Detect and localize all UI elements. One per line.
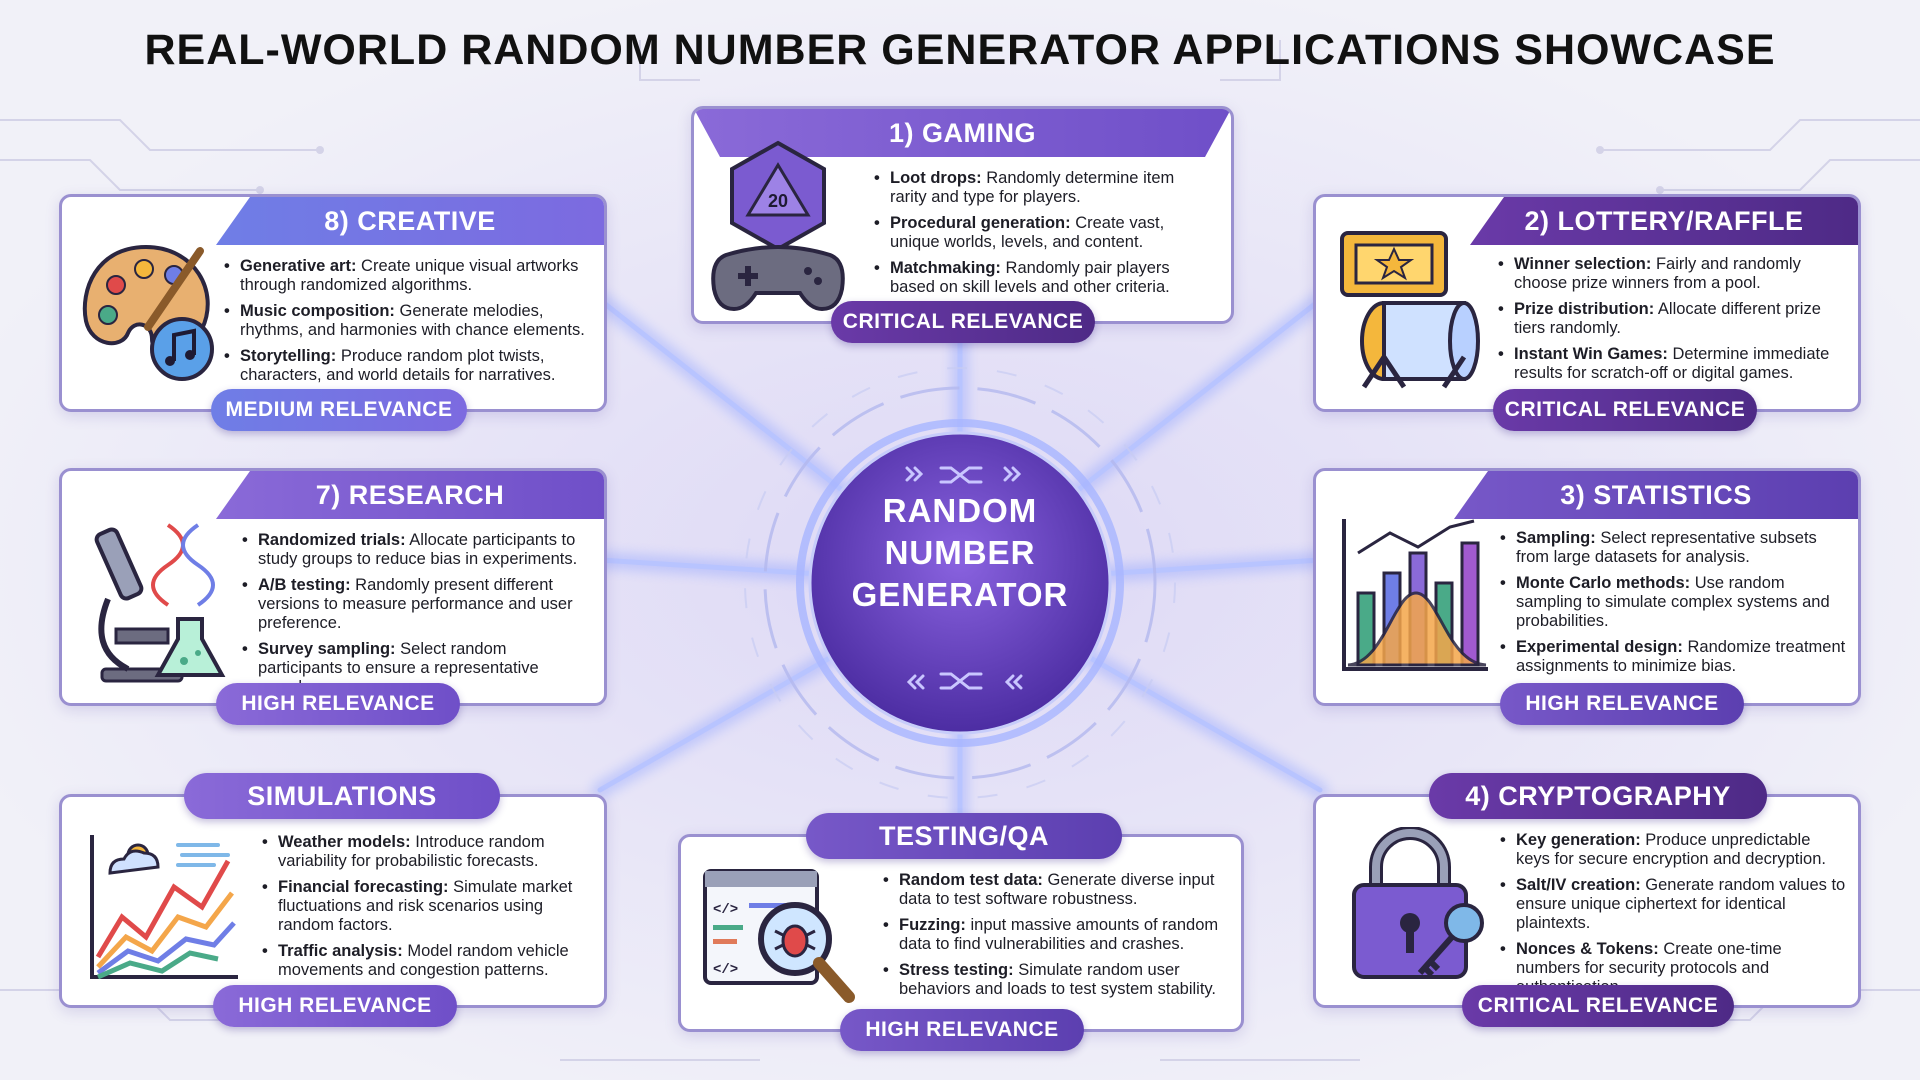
card-lottery: 2) LOTTERY/RAFFLE Winner selection: Fair… bbox=[1313, 194, 1861, 431]
list-item: Fuzzing: input massive amounts of random… bbox=[883, 916, 1229, 954]
list-item: Weather models: Introduce random variabi… bbox=[262, 833, 592, 871]
list-item: Stress testing: Simulate random user beh… bbox=[883, 961, 1229, 999]
card-lottery-title: 2) LOTTERY/RAFFLE bbox=[1470, 197, 1858, 245]
padlock-key-icon bbox=[1352, 827, 1484, 979]
card-statistics-list: Sampling: Select representative subsets … bbox=[1500, 529, 1846, 683]
card-testing-list: Random test data: Generate diverse input… bbox=[883, 871, 1229, 1006]
center-orb bbox=[796, 419, 1124, 747]
card-statistics: 3) STATISTICS Sampling: Select represent… bbox=[1313, 468, 1861, 725]
card-cryptography-list: Key generation: Produce unpredictable ke… bbox=[1500, 831, 1846, 1004]
list-item: Procedural generation: Create vast, uniq… bbox=[874, 214, 1214, 252]
list-item: Randomized trials: Allocate participants… bbox=[242, 531, 592, 569]
card-research: 7) RESEARCH Randomized trials: Allocate … bbox=[59, 468, 607, 725]
card-research-title: 7) RESEARCH bbox=[216, 471, 604, 519]
svg-text:</>: </> bbox=[713, 962, 738, 978]
list-item: Music composition: Generate melodies, rh… bbox=[224, 302, 592, 340]
microscope-dna-flask-icon bbox=[94, 523, 226, 683]
list-item: Winner selection: Fairly and randomly ch… bbox=[1498, 255, 1846, 293]
code-bug-magnifier-icon: </> </> bbox=[703, 869, 855, 1003]
list-item: Storytelling: Produce random plot twists… bbox=[224, 347, 592, 385]
center-line-1: RANDOM bbox=[882, 492, 1038, 529]
card-gaming-badge: CRITICAL RELEVANCE bbox=[831, 301, 1095, 343]
page-title: REAL-WORLD RANDOM NUMBER GENERATOR APPLI… bbox=[144, 26, 1776, 74]
card-creative-title: 8) CREATIVE bbox=[216, 197, 604, 245]
card-simulations-badge: HIGH RELEVANCE bbox=[213, 985, 457, 1027]
card-cryptography: 4) CRYPTOGRAPHY Key generation: Produce … bbox=[1313, 773, 1861, 1027]
card-lottery-list: Winner selection: Fairly and randomly ch… bbox=[1498, 255, 1846, 390]
palette-music-icon bbox=[82, 244, 214, 381]
card-creative-badge: MEDIUM RELEVANCE bbox=[211, 389, 467, 431]
card-creative: 8) CREATIVE Generative art: Create uniqu… bbox=[59, 194, 607, 431]
card-gaming-list: Loot drops: Randomly determine item rari… bbox=[874, 169, 1214, 304]
center-line-2: NUMBER bbox=[884, 534, 1036, 571]
card-testing: TESTING/QA </> </> Random test data: Gen… bbox=[678, 813, 1244, 1051]
card-cryptography-badge: CRITICAL RELEVANCE bbox=[1462, 985, 1734, 1027]
card-testing-title: TESTING/QA bbox=[806, 813, 1122, 859]
ticket-drum-icon bbox=[1340, 231, 1480, 389]
list-item: Sampling: Select representative subsets … bbox=[1500, 529, 1846, 567]
card-simulations-list: Weather models: Introduce random variabi… bbox=[262, 833, 592, 987]
card-gaming: 1) GAMING 20 Loot drops: Randomly determ… bbox=[691, 106, 1234, 343]
list-item: Traffic analysis: Model random vehicle m… bbox=[262, 942, 592, 980]
card-research-badge: HIGH RELEVANCE bbox=[216, 683, 460, 725]
card-statistics-title: 3) STATISTICS bbox=[1454, 471, 1858, 519]
card-lottery-badge: CRITICAL RELEVANCE bbox=[1493, 389, 1757, 431]
card-simulations-title: SIMULATIONS bbox=[184, 773, 500, 819]
list-item: Salt/IV creation: Generate random values… bbox=[1500, 876, 1846, 933]
bar-chart-bell-curve-icon bbox=[1342, 519, 1488, 671]
card-cryptography-title: 4) CRYPTOGRAPHY bbox=[1429, 773, 1767, 819]
card-statistics-badge: HIGH RELEVANCE bbox=[1500, 683, 1744, 725]
weather-trend-chart-icon bbox=[90, 835, 238, 980]
list-item: Financial forecasting: Simulate market f… bbox=[262, 878, 592, 935]
list-item: Generative art: Create unique visual art… bbox=[224, 257, 592, 295]
d20-gamepad-icon: 20 bbox=[711, 140, 845, 312]
list-item: Key generation: Produce unpredictable ke… bbox=[1500, 831, 1846, 869]
list-item: Monte Carlo methods: Use random sampling… bbox=[1500, 574, 1846, 631]
list-item: Loot drops: Randomly determine item rari… bbox=[874, 169, 1214, 207]
list-item: Prize distribution: Allocate different p… bbox=[1498, 300, 1846, 338]
list-item: Experimental design: Randomize treatment… bbox=[1500, 638, 1846, 676]
card-simulations: SIMULATIONS Weather models: Introduce ra… bbox=[59, 773, 607, 1027]
list-item: Instant Win Games: Determine immediate r… bbox=[1498, 345, 1846, 383]
list-item: Random test data: Generate diverse input… bbox=[883, 871, 1229, 909]
list-item: A/B testing: Randomly present different … bbox=[242, 576, 592, 633]
svg-text:</>: </> bbox=[713, 902, 738, 918]
center-hub: RANDOM NUMBER GENERATOR bbox=[795, 418, 1125, 748]
center-line-3: GENERATOR bbox=[851, 576, 1069, 613]
card-research-list: Randomized trials: Allocate participants… bbox=[242, 531, 592, 704]
center-label: RANDOM NUMBER GENERATOR bbox=[795, 490, 1125, 616]
svg-text:20: 20 bbox=[768, 191, 788, 211]
card-testing-badge: HIGH RELEVANCE bbox=[840, 1009, 1084, 1051]
card-creative-list: Generative art: Create unique visual art… bbox=[224, 257, 592, 392]
list-item: Matchmaking: Randomly pair players based… bbox=[874, 259, 1214, 297]
